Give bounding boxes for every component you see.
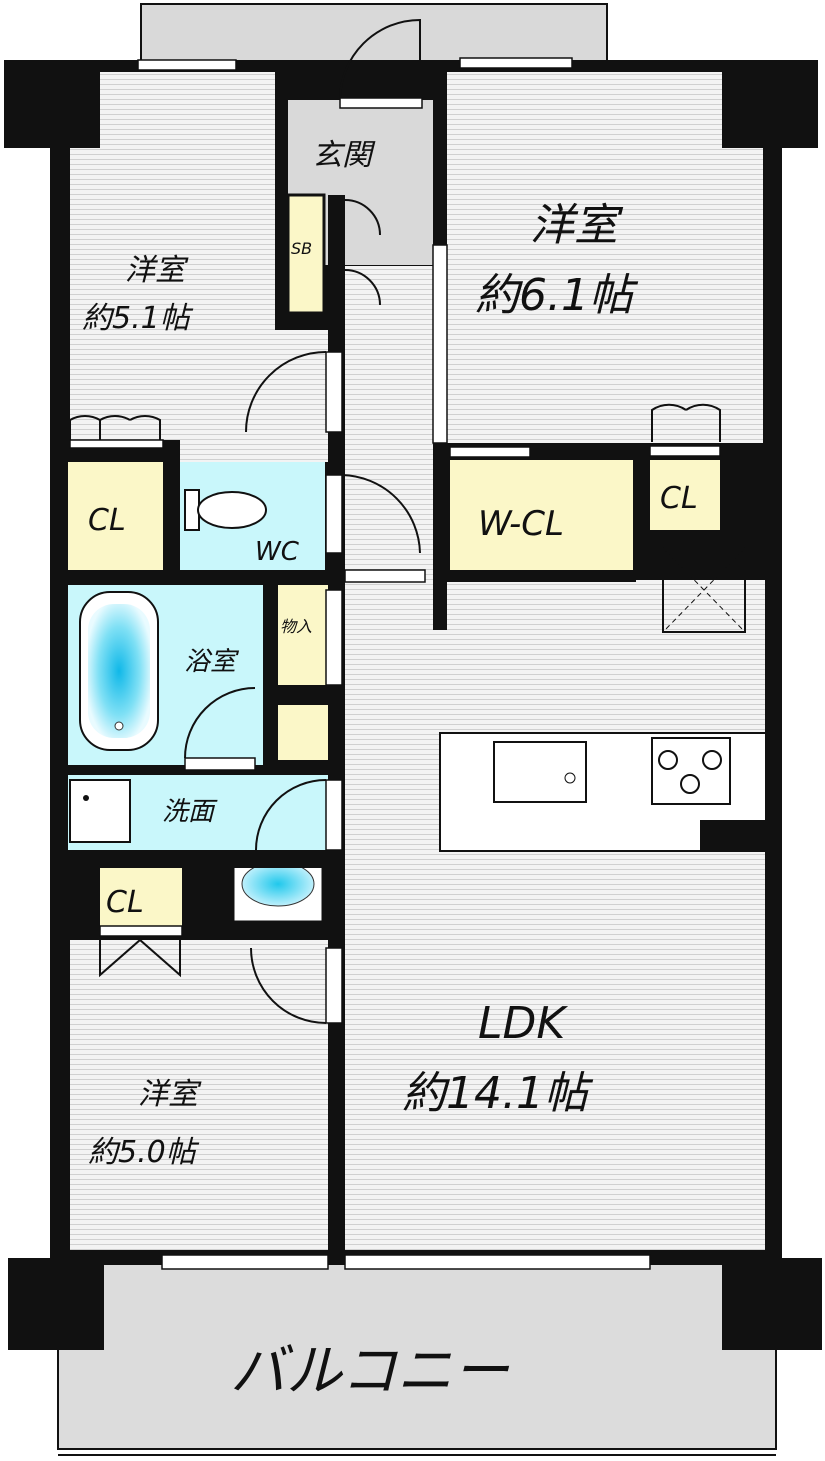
shoe-box-label: SB xyxy=(291,239,312,258)
western-room-2-floor xyxy=(447,72,763,444)
bathroom-label: 浴室 xyxy=(184,647,240,677)
stove xyxy=(651,737,731,805)
columns xyxy=(4,60,822,1350)
washroom-label: 洗面 xyxy=(162,797,218,827)
western-room-2-size: 約6.1帖 xyxy=(475,270,639,321)
closet-3-label: CL xyxy=(106,885,144,920)
closet-3-area xyxy=(100,868,182,926)
toilet-label: WC xyxy=(255,537,300,567)
western-room-3-size: 約5.0帖 xyxy=(88,1135,200,1170)
ldk-name: LDK xyxy=(478,998,568,1049)
closet-2-label: CL xyxy=(660,481,698,516)
closet-2-area xyxy=(650,460,720,530)
storage-area-2 xyxy=(278,705,328,760)
porch xyxy=(140,3,608,63)
walk-in-closet-label: W-CL xyxy=(478,504,564,544)
corridor-floor xyxy=(345,266,435,606)
toilet-tank xyxy=(184,489,200,531)
western-room-3-floor xyxy=(70,940,330,1250)
windows xyxy=(137,57,651,1270)
doors xyxy=(69,199,721,1024)
entrance-label: 玄関 xyxy=(312,138,376,173)
walk-in-closet-area xyxy=(450,460,633,570)
ldk-size: 約14.1帖 xyxy=(402,1068,594,1119)
closet-1-label: CL xyxy=(88,503,126,538)
balcony-label: バルコニー xyxy=(230,1339,510,1404)
closet-1-area xyxy=(68,462,163,572)
kitchen-sink xyxy=(493,741,587,803)
storage-label: 物入 xyxy=(280,617,312,636)
washing-machine-pan xyxy=(69,779,131,843)
refrigerator-space xyxy=(662,547,746,633)
shoe-box xyxy=(286,193,326,315)
western-room-2-name: 洋室 xyxy=(530,200,624,251)
western-room-1-size: 約5.1帖 xyxy=(82,301,194,336)
entrance-door xyxy=(339,18,421,101)
western-room-3-name: 洋室 xyxy=(138,1077,202,1112)
sink-bowl xyxy=(241,861,315,907)
storage-area xyxy=(278,585,328,685)
balcony xyxy=(57,1262,777,1450)
toilet-bowl xyxy=(197,491,267,529)
western-room-1-name: 洋室 xyxy=(125,253,189,288)
corridor-lower-floor xyxy=(345,580,765,1250)
bathtub-water xyxy=(88,604,150,738)
